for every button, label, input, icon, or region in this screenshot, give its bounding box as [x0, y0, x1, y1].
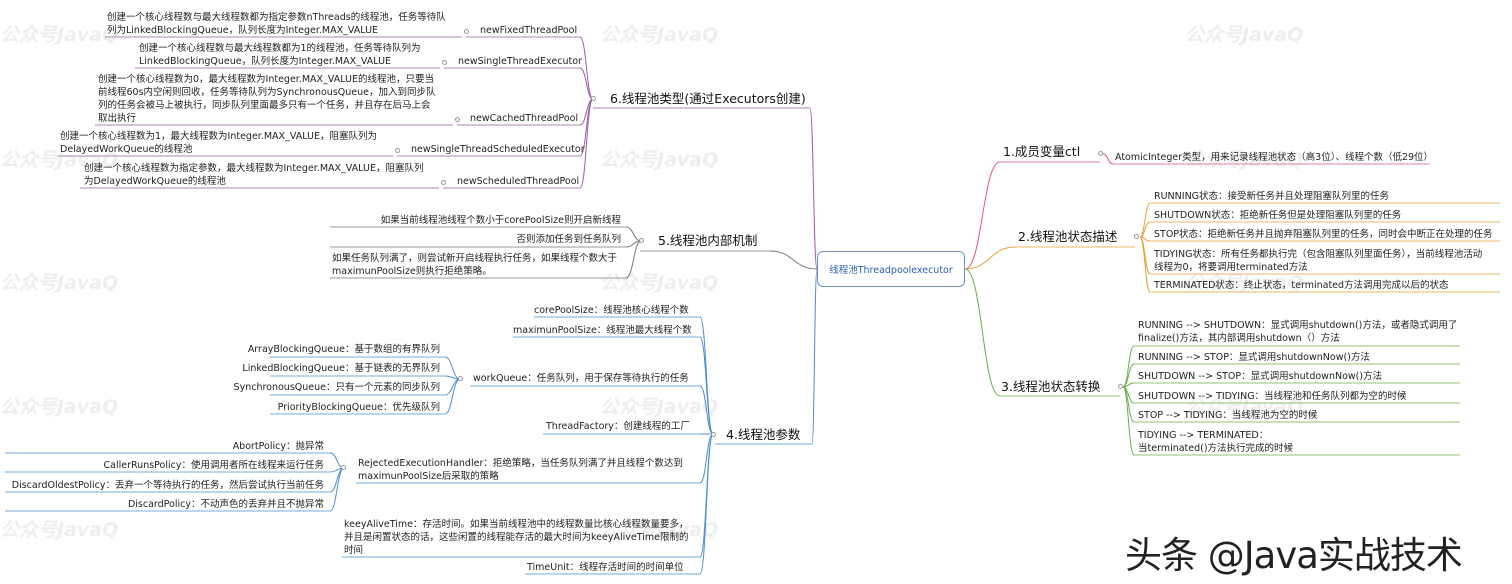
collapse-toggle[interactable]: [639, 238, 644, 243]
transition-tidying-terminated: TIDYING --> TERMINATED： 当terminated()方法执…: [1138, 430, 1294, 454]
pool-single-name: newSingleThreadExecutor: [458, 56, 582, 67]
watermark: 公众号JavaQ: [1185, 396, 1304, 418]
queue-array: ArrayBlockingQueue：基于数组的有界队列: [247, 344, 440, 355]
central-topic[interactable]: 线程池Threadpoolexecutor: [817, 251, 965, 287]
connector: [329, 467, 345, 512]
connector: [1102, 153, 1114, 165]
connector: [699, 336, 714, 435]
state-stop: STOP状态：拒绝新任务并且抛弃阻塞队列里的任务，同时会中断正在处理的任务: [1154, 229, 1493, 240]
policy-callerruns: CallerRunsPolicy：使用调用者所在线程来运行任务: [103, 460, 324, 471]
connector: [1122, 345, 1135, 388]
pool-fixed-desc: 创建一个核心线程数与最大线程数都为指定参数nThreads的线程池，任务等待队 …: [107, 12, 446, 36]
watermark: 公众号JavaQ: [1185, 24, 1304, 46]
connector-b4: [811, 268, 818, 445]
transition-shutdown-tidying: SHUTDOWN --> TIDYING：当线程池和任务队列都为空的时候: [1138, 391, 1407, 402]
param-rejectedexecutionhandler: RejectedExecutionHandler：拒绝策略，当任务队列满了并且线…: [358, 458, 683, 482]
watermark: 公众号JavaQ: [600, 272, 719, 294]
collapse-toggle[interactable]: [1098, 151, 1103, 156]
collapse-toggle[interactable]: [341, 465, 346, 470]
pool-cached-desc: 创建一个核心线程数为0，最大线程数为Integer.MAX_VALUE的线程池，…: [98, 74, 436, 124]
pool-scheduled-name: newScheduledThreadPool: [457, 176, 580, 187]
collapse-toggle[interactable]: [1118, 384, 1123, 389]
policy-discardoldest: DiscardOldestPolicy：丢弃一个等待执行的任务，然后尝试执行当前…: [11, 480, 324, 491]
pool-cached-name: newCachedThreadPool: [470, 113, 579, 124]
brand-watermark: 头条 @Java实战技术: [1125, 534, 1463, 577]
connector: [444, 378, 461, 415]
state-tidying: TIDYING状态：所有任务都执行完（包含阻塞队列里面任务），当前线程池活动 线…: [1154, 249, 1483, 273]
transition-stop-tidying: STOP --> TIDYING：当线程池为空的时候: [1138, 410, 1318, 421]
mechanism-3: 如果任务队列满了，则尝试新开启线程执行任务，如果线程个数大于 maximunPo…: [332, 253, 618, 277]
connector: [1139, 202, 1151, 238]
connector-b5: [769, 250, 818, 270]
connector: [444, 378, 461, 396]
watermark: 公众号JavaQ: [0, 519, 119, 541]
collapse-toggle[interactable]: [442, 60, 447, 65]
connector-b3: [964, 268, 1001, 397]
branch-2-title[interactable]: 2.线程池状态描述: [1018, 229, 1118, 244]
watermark: 公众号JavaQ: [1185, 272, 1304, 294]
queue-synchronous: SynchronousQueue：只有一个元素的同步队列: [233, 382, 440, 393]
mechanism-1: 如果当前线程池线程个数小于corePoolSize则开启新线程: [380, 215, 621, 226]
pool-single-desc: 创建一个核心线程数与最大线程数都为1的线程池，任务等待队列为 LinkedBlo…: [139, 43, 421, 67]
connector: [1139, 236, 1151, 293]
branch-1-title[interactable]: 1.成员变量ctl: [1003, 144, 1081, 159]
connector-b1: [964, 161, 1001, 270]
queue-priority: PriorityBlockingQueue：优先级队列: [277, 402, 440, 413]
state-shutdown: SHUTDOWN状态：拒绝新任务但是处理阻塞队列里的任务: [1154, 210, 1402, 221]
policy-abort: AbortPolicy：抛异常: [232, 441, 324, 452]
state-terminated: TERMINATED状态：终止状态，terminated方法调用完成以后的状态: [1154, 280, 1449, 291]
pool-scheduled-desc: 创建一个核心线程数为指定参数，最大线程数为Integer.MAX_VALUE，阻…: [84, 163, 424, 187]
pool-fixed-name: newFixedThreadPool: [480, 25, 578, 36]
branch-4-title[interactable]: 4.线程池参数: [726, 427, 801, 442]
watermark: 公众号JavaQ: [600, 24, 719, 46]
watermark: 公众号JavaQ: [0, 396, 119, 418]
transition-running-shutdown: RUNNING --> SHUTDOWN：显式调用shutdown()方法，或者…: [1138, 320, 1458, 344]
state-running: RUNNING状态：接受新任务并且处理阻塞队列里的任务: [1154, 191, 1390, 202]
connector: [699, 433, 714, 575]
connector-b2: [964, 246, 1016, 270]
watermark: 公众号JavaQ: [600, 396, 719, 418]
collapse-toggle[interactable]: [455, 117, 460, 122]
collapse-toggle[interactable]: [441, 180, 446, 185]
transition-shutdown-stop: SHUTDOWN --> STOP：显式调用shutdownNow()方法: [1138, 371, 1383, 382]
param-threadfactory: ThreadFactory：创建线程的工厂: [546, 421, 690, 432]
ctl-description: AtomicInteger类型，用来记录线程池状态（高3位）、线程个数（低29位…: [1115, 152, 1434, 163]
pool-singlescheduled-desc: 创建一个核心线程数为1，最大线程数为Integer.MAX_VALUE，阻塞队列…: [60, 131, 377, 155]
branch-3-title[interactable]: 3.线程池状态转换: [1001, 379, 1101, 394]
watermark: 公众号JavaQ: [0, 272, 119, 294]
connector: [579, 36, 594, 100]
watermark: 公众号JavaQ: [0, 149, 119, 171]
watermark: 公众号JavaQ: [1185, 149, 1304, 171]
watermark: 公众号JavaQ: [600, 519, 719, 541]
connector-b6: [809, 107, 818, 270]
collapse-toggle[interactable]: [591, 96, 596, 101]
pool-singlescheduled-name: newSingleThreadScheduledExecutor: [411, 144, 585, 155]
param-timeunit: TimeUnit：线程存活时间的时间单位: [527, 562, 684, 573]
collapse-toggle[interactable]: [464, 29, 469, 34]
param-keepalivetime: keeyAliveTime：存活时间。如果当前线程池中的线程数量比核心线程数量要…: [344, 519, 689, 556]
collapse-toggle[interactable]: [458, 376, 463, 381]
watermark: 公众号JavaQ: [0, 24, 119, 46]
branch-6-title[interactable]: 6.线程池类型(通过Executors创建): [610, 91, 806, 106]
branch-5-title[interactable]: 5.线程池内部机制: [658, 233, 758, 248]
connector: [579, 98, 594, 189]
collapse-toggle[interactable]: [711, 432, 716, 437]
collapse-toggle[interactable]: [395, 148, 400, 153]
mechanism-2: 否则添加任务到任务队列: [516, 234, 621, 245]
param-workqueue: workQueue：任务队列，用于保存等待执行的任务: [473, 373, 689, 384]
collapse-toggle[interactable]: [1134, 234, 1139, 239]
param-corepoolsize: corePoolSize：线程池核心线程个数: [534, 305, 689, 316]
connector: [1122, 363, 1135, 388]
policy-discard: DiscardPolicy：不动声色的丢弃并且不抛异常: [127, 499, 324, 510]
param-maximunpoolsize: maximunPoolSize：线程池最大线程个数: [513, 325, 692, 336]
connector: [1139, 221, 1151, 238]
transition-running-stop: RUNNING --> STOP：显式调用shutdownNow()方法: [1138, 352, 1370, 363]
connector: [1122, 386, 1135, 456]
queue-linked: LinkedBlockingQueue：基于链表的无界队列: [242, 363, 440, 374]
watermark: 公众号JavaQ: [600, 149, 719, 171]
